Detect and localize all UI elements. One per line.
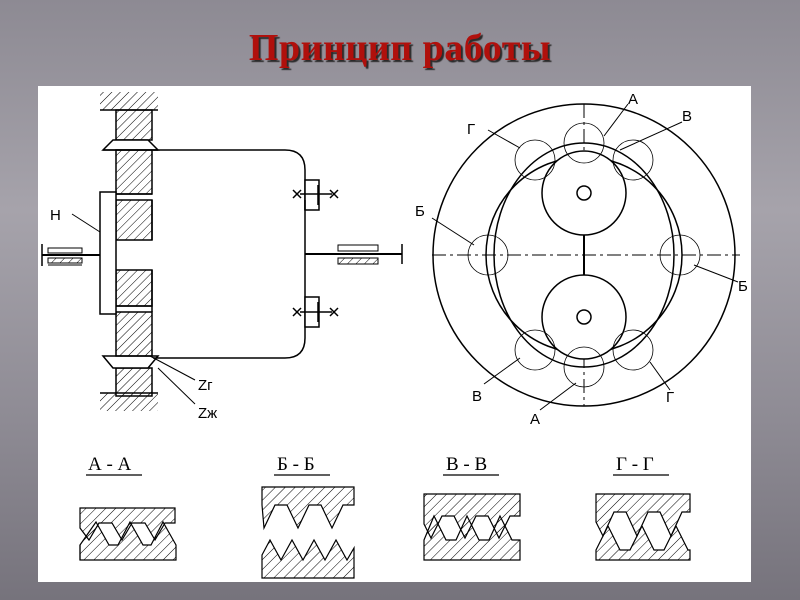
mechanism-drawing: Н Zг Zж	[41, 91, 748, 579]
section-v-v: В - В	[423, 454, 521, 561]
section-marker-v-top: В	[682, 108, 692, 125]
wave-gear-front-view	[431, 103, 740, 411]
flex-gear-rim-bottom	[115, 269, 153, 307]
section-marker-a-bottom: А	[530, 411, 540, 428]
section-g-g-label: Г - Г	[616, 454, 654, 475]
fixed-ring-gear-bottom	[115, 367, 153, 397]
section-g-g: Г - Г	[595, 454, 691, 561]
section-b-b-label: Б - Б	[277, 454, 315, 475]
flexible-gear-body	[153, 149, 306, 359]
bottom-wall-hatch	[100, 393, 158, 411]
top-wall-hatch	[100, 92, 158, 110]
gear-assembly-side-view	[41, 92, 403, 411]
section-a-a-label: А - А	[88, 454, 132, 475]
fixed-ring-gear-top	[115, 109, 153, 141]
drawing-panel: Н Zг Zж	[38, 86, 751, 582]
flex-gear-rim-top	[115, 149, 153, 195]
section-b-b: Б - Б	[261, 454, 355, 579]
section-marker-b-left: Б	[415, 203, 425, 220]
rollers	[467, 122, 701, 388]
section-a-a: А - А	[79, 454, 177, 561]
flex-gear-label: Zж	[198, 405, 217, 422]
section-marker-v-bottom: В	[472, 388, 482, 405]
section-v-v-label: В - В	[446, 454, 487, 475]
section-marker-g-bottom: Г	[666, 389, 674, 406]
section-marker-b-right: Б	[738, 278, 748, 295]
slide-title: Принцип работы	[248, 27, 552, 69]
section-marker-a-top: А	[628, 91, 638, 108]
section-marker-g-top: Г	[467, 121, 475, 138]
carrier-label-h: Н	[50, 207, 61, 224]
rigid-gear-label: Zг	[198, 377, 213, 394]
